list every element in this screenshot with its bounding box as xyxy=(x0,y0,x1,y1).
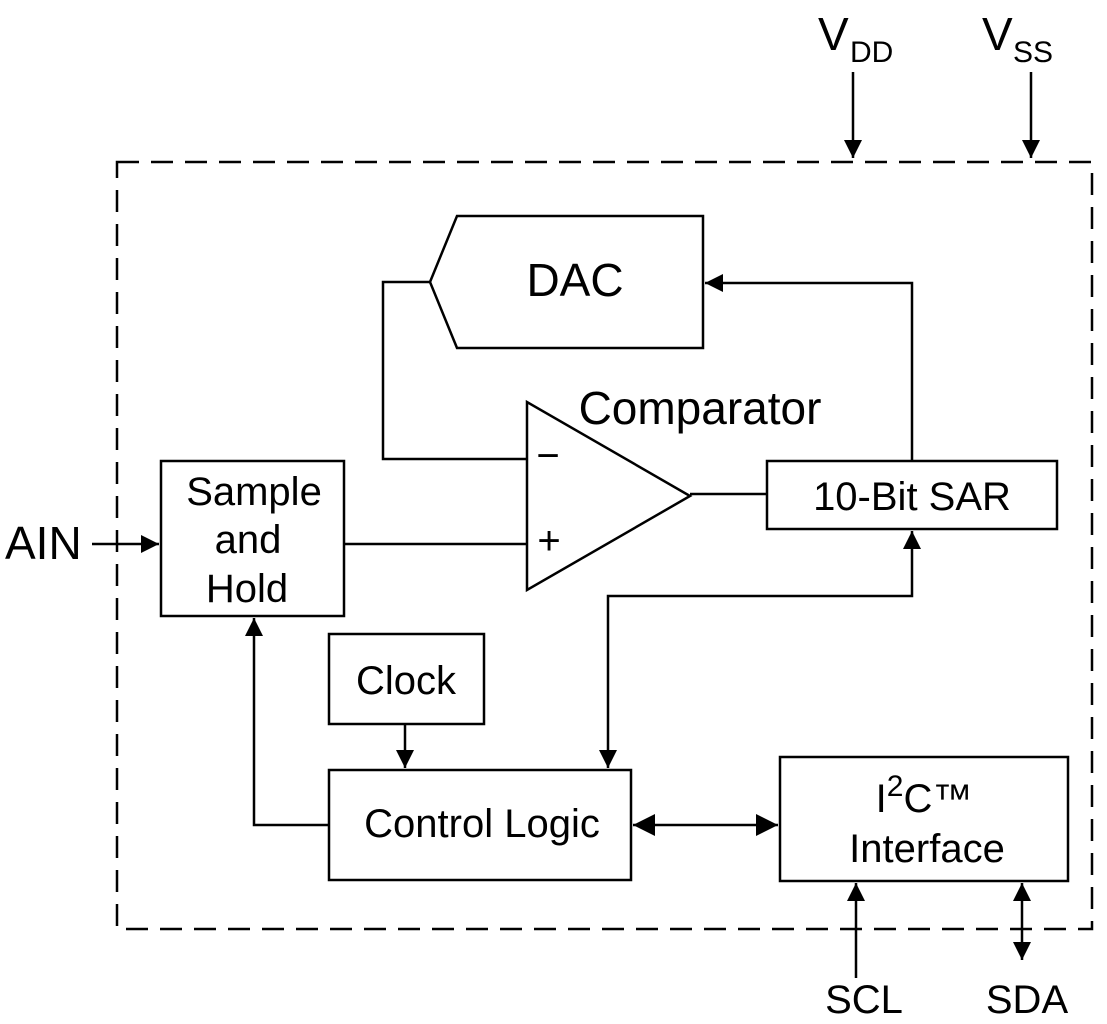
svg-text:SDA: SDA xyxy=(986,978,1069,1022)
sample-hold-block: Sample and Hold xyxy=(159,459,346,618)
dac-block: DAC xyxy=(428,214,705,350)
vss-pin: V SS xyxy=(982,8,1053,158)
dac-to-comparator-wire xyxy=(381,280,527,461)
comparator-minus: − xyxy=(536,434,559,478)
svg-text:Hold: Hold xyxy=(206,567,288,611)
svg-text:Sample: Sample xyxy=(186,470,322,514)
svg-text:SS: SS xyxy=(1013,36,1053,69)
sar-control-wire xyxy=(599,531,921,768)
svg-text:SCL: SCL xyxy=(825,978,903,1022)
svg-text:V: V xyxy=(982,8,1013,60)
vdd-pin: V DD xyxy=(818,8,893,158)
svg-text:Control Logic: Control Logic xyxy=(364,802,600,846)
sar-block: 10-Bit SAR xyxy=(765,459,1059,531)
svg-text:Clock: Clock xyxy=(356,659,457,703)
svg-text:AIN: AIN xyxy=(5,517,82,569)
svg-text:and: and xyxy=(215,518,282,562)
sda-pin: SDA xyxy=(986,883,1069,1022)
svg-text:DD: DD xyxy=(850,36,893,69)
svg-text:I2C™: I2C™ xyxy=(876,770,973,821)
control-to-sample-hold-wire xyxy=(245,618,329,827)
svg-text:Interface: Interface xyxy=(849,827,1005,871)
comparator-plus: + xyxy=(537,519,560,563)
ain-pin: AIN xyxy=(5,517,159,569)
chip-boundary xyxy=(115,160,1094,931)
control-logic-block: Control Logic xyxy=(327,768,633,882)
scl-pin: SCL xyxy=(825,883,903,1022)
i2c-interface-block: I2C™ Interface xyxy=(778,755,1070,883)
svg-text:V: V xyxy=(818,8,849,60)
clock-block: Clock xyxy=(327,632,486,726)
comparator-block: Comparator − + xyxy=(525,382,822,593)
svg-text:10-Bit SAR: 10-Bit SAR xyxy=(813,475,1011,519)
sar-to-dac-wire xyxy=(705,274,914,461)
svg-text:Comparator: Comparator xyxy=(579,382,822,434)
svg-text:DAC: DAC xyxy=(526,254,623,306)
